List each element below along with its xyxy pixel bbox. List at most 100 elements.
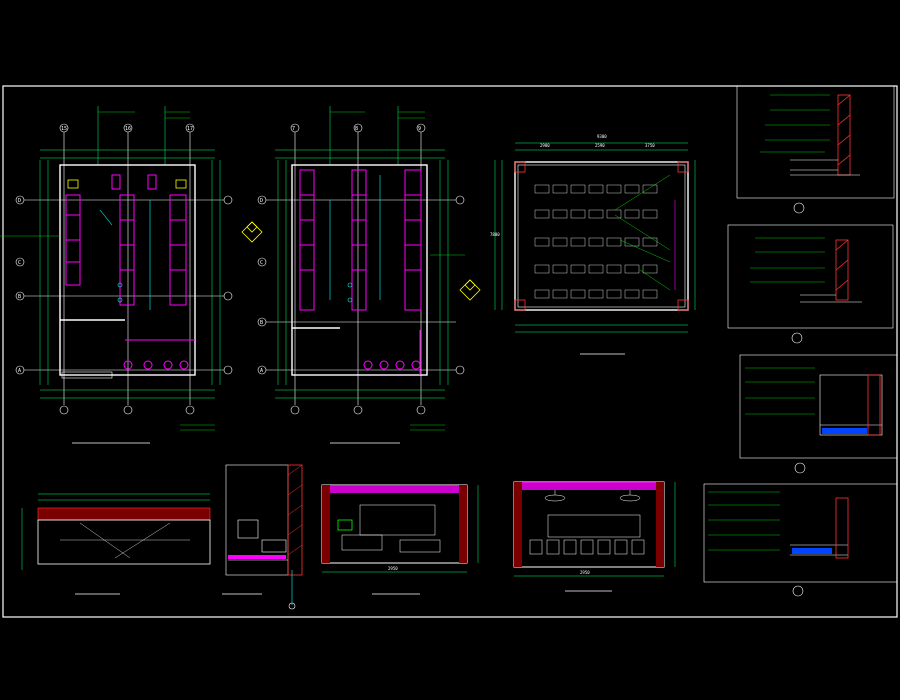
elevation-2-dimensions	[514, 482, 676, 577]
detail-frame-3	[739, 354, 898, 459]
elevation-1-dim: 2950	[388, 566, 398, 571]
plan1-axis-label: C	[18, 260, 21, 266]
elevation-2-wall-left	[514, 482, 522, 567]
plan2-axis-label: D	[260, 198, 263, 204]
elevation-1-wall-right	[459, 485, 467, 563]
wall-section-floor	[228, 555, 286, 559]
chair	[614, 539, 628, 555]
classroom-dimensions	[494, 142, 696, 333]
wall-section-furniture	[228, 519, 288, 561]
desk	[642, 209, 658, 219]
chair	[563, 539, 577, 555]
desk	[642, 184, 658, 194]
desk	[534, 237, 550, 247]
desk	[552, 237, 568, 247]
detail-frame-4	[703, 483, 898, 583]
plan1-grid-label: 17	[187, 126, 193, 132]
detail-frame-2	[727, 224, 894, 329]
plan1-grid-top	[59, 123, 195, 415]
ceiling-frame	[37, 519, 211, 565]
desk	[570, 209, 586, 219]
elevation-2-ceiling	[514, 482, 664, 490]
desk	[624, 184, 640, 194]
ceiling-dimensions	[21, 493, 210, 570]
elevation-1-ceiling	[322, 485, 467, 493]
ceiling-slab	[37, 507, 211, 521]
detail-3-waterproof	[822, 428, 867, 434]
detail-1-leaders	[760, 94, 830, 153]
plan2-pipes	[329, 175, 381, 303]
classroom-desks	[534, 184, 658, 299]
plan1-base	[61, 371, 113, 379]
desk	[552, 184, 568, 194]
plan2-walls	[291, 164, 428, 376]
chair	[580, 539, 594, 555]
plan2-grid-side	[257, 195, 465, 375]
classroom-dim-total: 9300	[597, 134, 607, 139]
plan2-leaders	[330, 111, 465, 431]
detail-1-bubble	[793, 202, 805, 214]
elevation-1-screen	[337, 519, 353, 531]
detail-1-wall	[837, 94, 851, 176]
elevation-2-desks	[529, 514, 645, 555]
desk	[624, 209, 640, 219]
elevation-2: 2950	[513, 481, 676, 592]
desk	[570, 264, 586, 274]
wall-section	[222, 464, 303, 610]
detail-3-wall	[867, 374, 881, 436]
chair	[546, 539, 560, 555]
elevation-1-frame	[321, 484, 468, 564]
desk	[570, 184, 586, 194]
elevation-1-board	[341, 504, 441, 553]
elevation-1-wall-left	[322, 485, 330, 563]
wall-section-bubble	[288, 602, 296, 610]
plan2-stalls	[299, 169, 422, 375]
plan2-grid-label: 7	[292, 126, 295, 132]
elevation-1: 2950	[321, 484, 479, 595]
desk	[534, 184, 550, 194]
chair	[597, 539, 611, 555]
detail-2-wall	[835, 239, 849, 301]
plan1-pipes	[99, 200, 151, 310]
plan1-grid-label: 16	[125, 126, 131, 132]
plan2-axis-label: A	[260, 368, 263, 374]
desk	[624, 237, 640, 247]
desk	[534, 209, 550, 219]
plan2-axis-label: C	[260, 260, 263, 266]
plan2-axis-label: B	[260, 320, 263, 326]
desk	[552, 209, 568, 219]
toilet-plan-1: 15 16 17 D C B A	[0, 106, 233, 444]
detail-4-wall	[835, 497, 849, 559]
desk	[624, 264, 640, 274]
plan1-fixtures	[67, 179, 187, 189]
plan1-stalls	[65, 174, 195, 370]
chair	[529, 539, 543, 555]
desk	[606, 209, 622, 219]
detail-4-waterproof	[792, 548, 832, 554]
plan1-axis-label: D	[18, 198, 21, 204]
desk	[642, 264, 658, 274]
desk	[606, 264, 622, 274]
ceiling-section	[21, 493, 211, 595]
desk	[606, 237, 622, 247]
plan1-grid-label: 15	[61, 126, 67, 132]
desk	[588, 184, 604, 194]
classroom-dim: 3750	[645, 143, 655, 148]
desk	[606, 289, 622, 299]
classroom-plan: 2980 2590 3750 9300 7800	[490, 134, 696, 355]
classroom-dim-side: 7800	[490, 232, 500, 237]
desk	[588, 289, 604, 299]
toilet-plan-2: 7 8 9 D C B A	[241, 106, 481, 444]
desk	[588, 237, 604, 247]
detail-1-floor	[790, 159, 860, 176]
detail-4-leaders	[708, 491, 780, 551]
plan1-dimensions	[39, 106, 221, 399]
wall-section-hatching	[287, 464, 303, 556]
elevation-2-lights	[544, 490, 641, 502]
desk	[642, 289, 658, 299]
elevation-2-dim: 2950	[580, 570, 590, 575]
desk	[642, 237, 658, 247]
desk	[570, 237, 586, 247]
desk	[588, 209, 604, 219]
